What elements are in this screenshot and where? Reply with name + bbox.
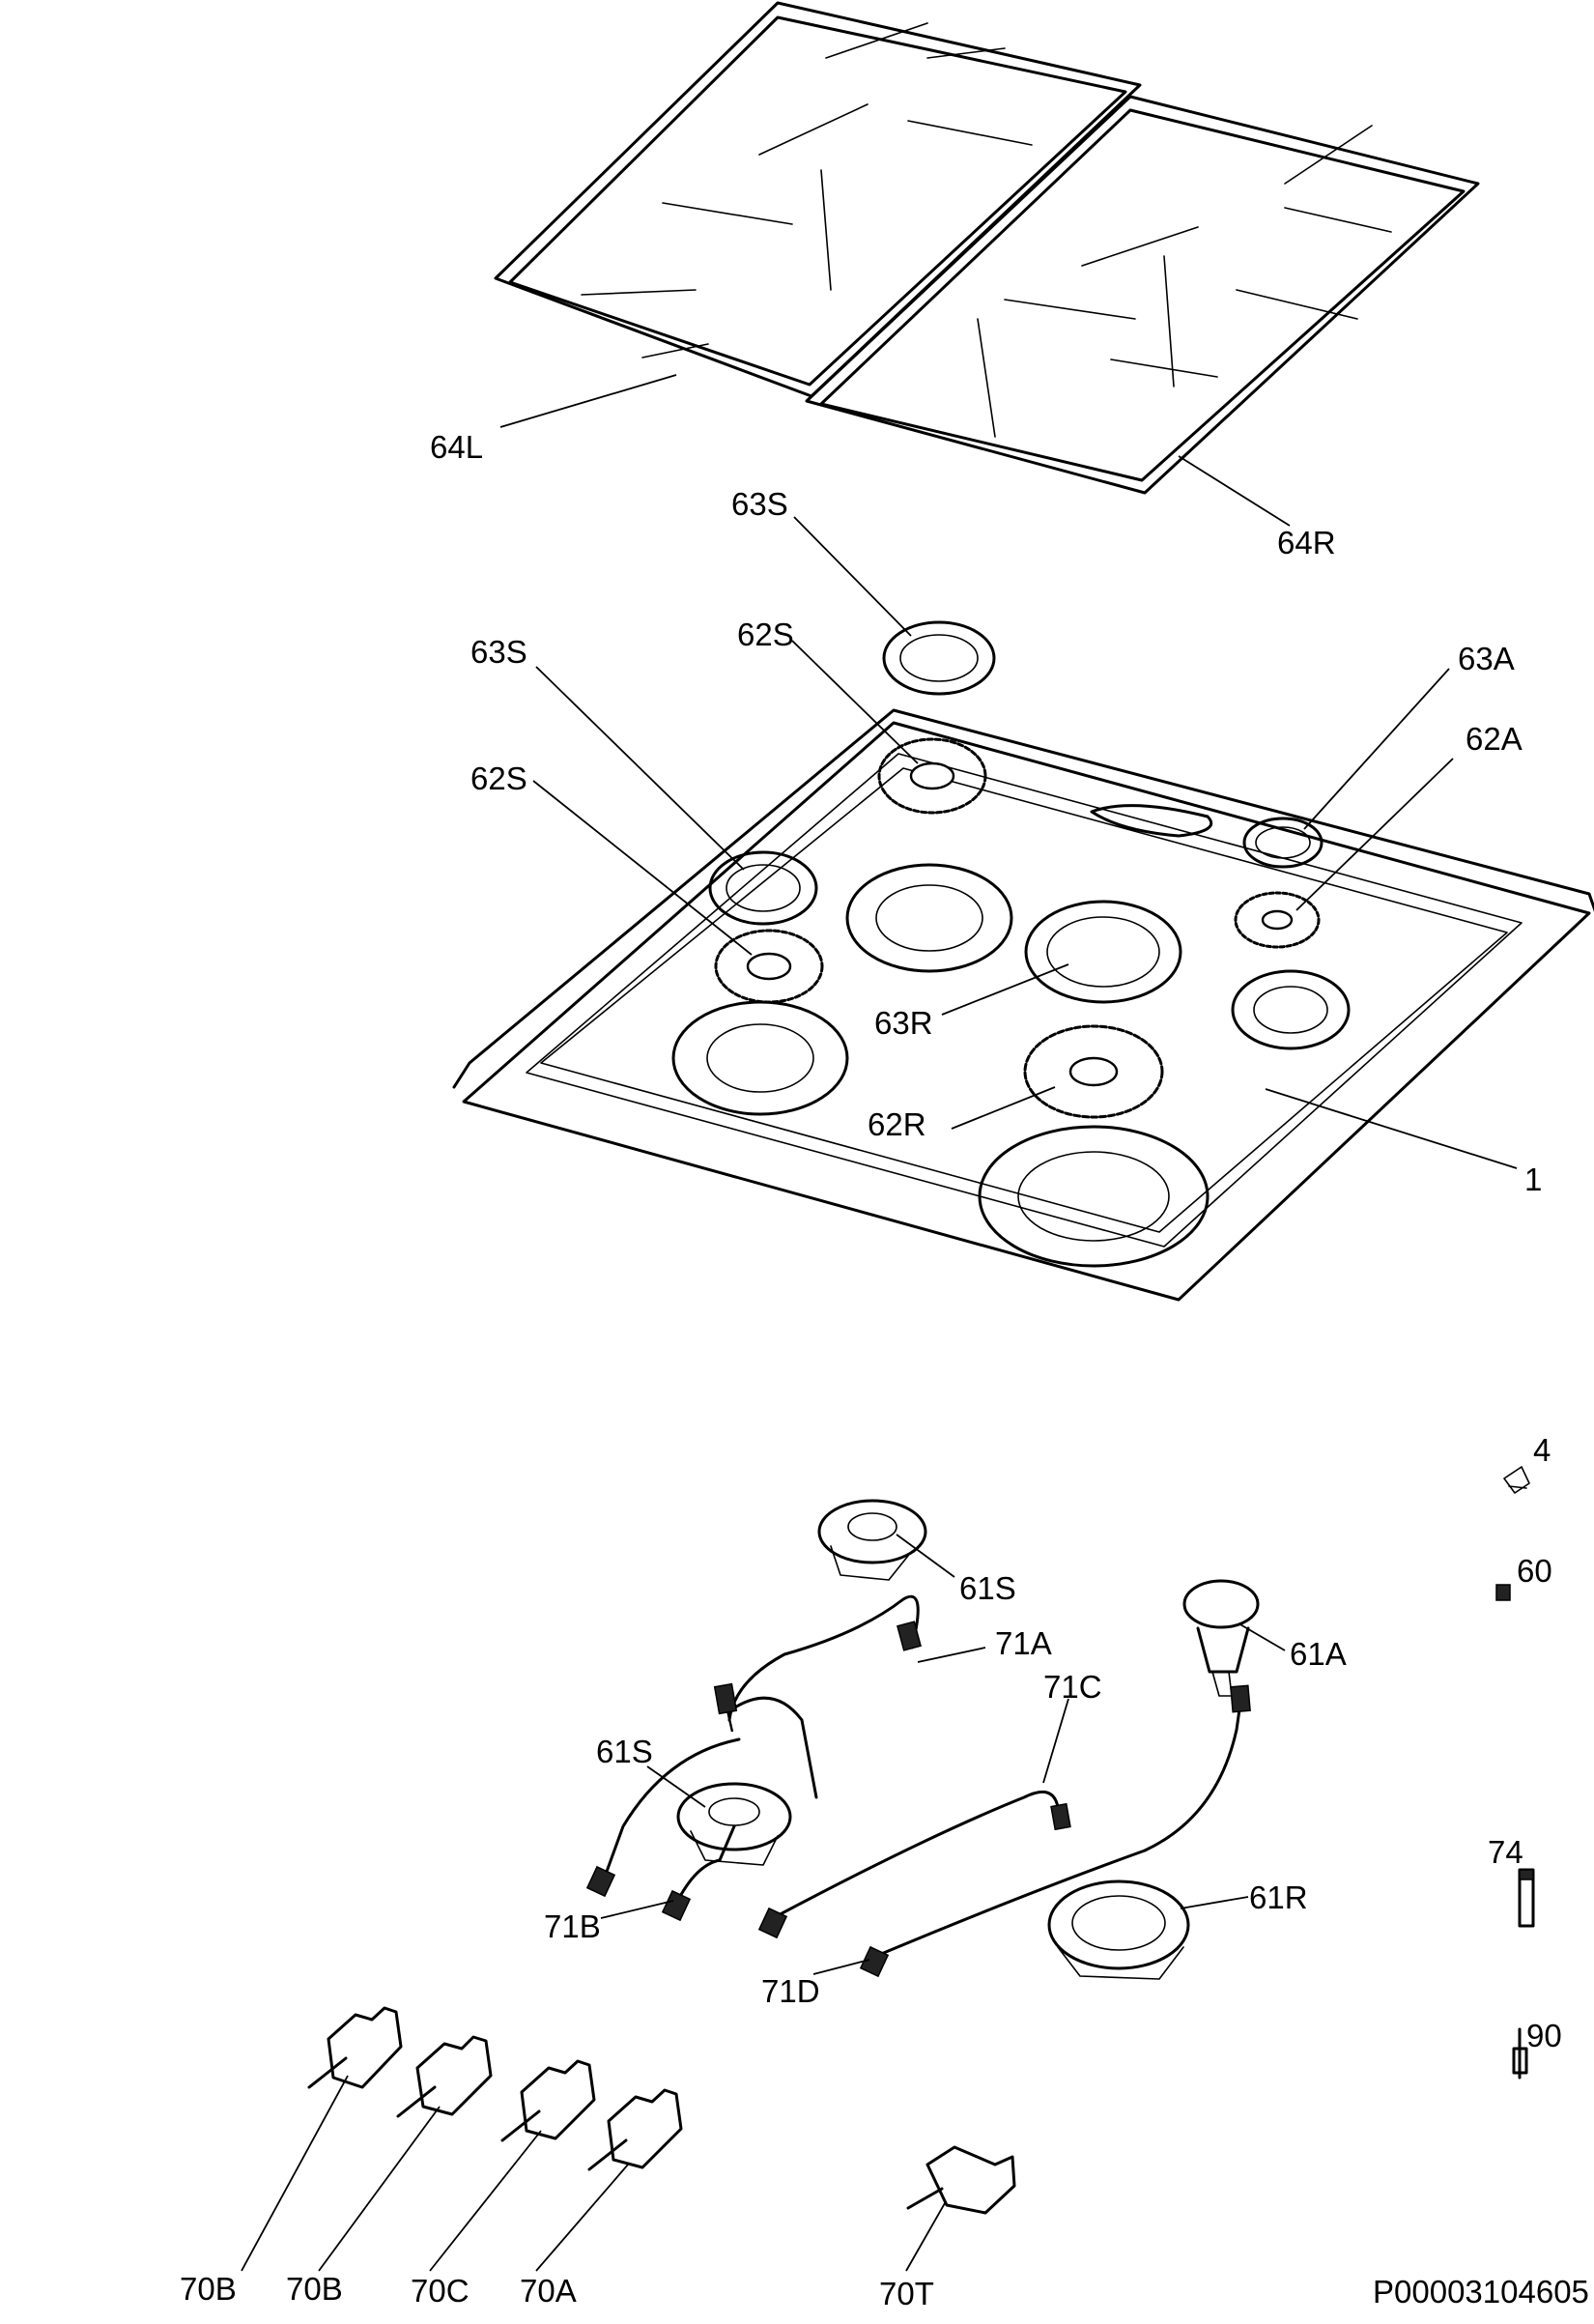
- part-90-spark-plug: [1512, 2027, 1528, 2080]
- gas-pipes: [602, 1594, 1243, 1959]
- gas-tap-70B-1: [307, 2006, 403, 2089]
- drawing-code: P00003104605: [1373, 2274, 1589, 2310]
- label-90: 90: [1526, 2018, 1562, 2053]
- hob-top-plate: [452, 708, 1594, 1302]
- label-71C: 71C: [1043, 1669, 1102, 1705]
- part-labels: 64L 64R 63S 63S 62S 62S 63A 62A 63R 62R …: [180, 429, 1589, 2311]
- label-70C: 70C: [411, 2273, 470, 2309]
- part-4-clip: [1503, 1466, 1530, 1494]
- label-61S-mid: 61S: [596, 1734, 653, 1769]
- label-61A: 61A: [1290, 1636, 1347, 1672]
- label-71B: 71B: [544, 1908, 601, 1944]
- pipe-nuts: [585, 1621, 1251, 1978]
- label-4: 4: [1533, 1432, 1551, 1468]
- label-70B-1: 70B: [180, 2271, 237, 2307]
- label-62S-top: 62S: [737, 617, 794, 652]
- label-70A: 70A: [520, 2273, 577, 2309]
- burner-base-61R: [1047, 1879, 1190, 1980]
- label-62R: 62R: [868, 1106, 926, 1142]
- label-60: 60: [1517, 1553, 1552, 1589]
- gas-tap-70A: [587, 2088, 683, 2171]
- label-74: 74: [1488, 1834, 1523, 1870]
- label-63S-left: 63S: [470, 634, 527, 670]
- gas-tap-70B-2: [396, 2035, 493, 2118]
- leader-lines: [241, 374, 1518, 2272]
- burner-caps: [708, 620, 1324, 926]
- label-62S-left: 62S: [470, 760, 527, 796]
- label-71D: 71D: [761, 1973, 820, 2009]
- part-74-thermocouple: [1518, 1868, 1535, 1928]
- gas-tap-70C: [500, 2059, 596, 2142]
- burner-base-61S-mid: [676, 1782, 792, 1866]
- label-61S-top: 61S: [959, 1570, 1016, 1606]
- label-70T: 70T: [879, 2276, 934, 2311]
- pan-support-right: [805, 95, 1480, 495]
- label-63A: 63A: [1458, 641, 1515, 676]
- burner-crowns: [714, 737, 1321, 1119]
- hob-recess-rings: [671, 863, 1351, 1268]
- label-1: 1: [1524, 1162, 1542, 1197]
- label-64R: 64R: [1277, 525, 1336, 560]
- label-64L: 64L: [430, 429, 483, 465]
- label-62A: 62A: [1466, 721, 1523, 757]
- burner-base-61A: [1182, 1579, 1260, 1697]
- label-70B-2: 70B: [286, 2271, 343, 2307]
- label-61R: 61R: [1249, 1879, 1308, 1915]
- label-63R: 63R: [874, 1005, 933, 1041]
- gas-tap-70T: [906, 2145, 1016, 2215]
- burner-base-61S-top: [817, 1499, 927, 1581]
- part-60-nut: [1495, 1584, 1511, 1601]
- label-63S-top: 63S: [731, 486, 788, 522]
- label-71A: 71A: [995, 1625, 1052, 1661]
- pan-support-left: [494, 1, 1142, 398]
